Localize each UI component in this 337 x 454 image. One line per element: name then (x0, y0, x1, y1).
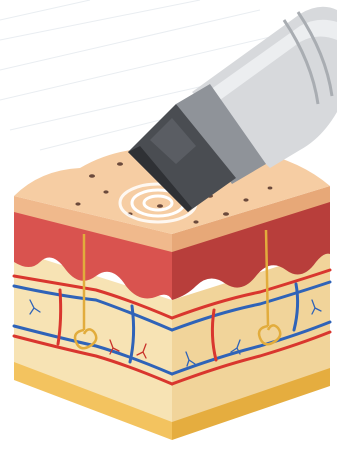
skin-scrubber-illustration (0, 0, 337, 454)
illustration-canvas (0, 0, 337, 454)
